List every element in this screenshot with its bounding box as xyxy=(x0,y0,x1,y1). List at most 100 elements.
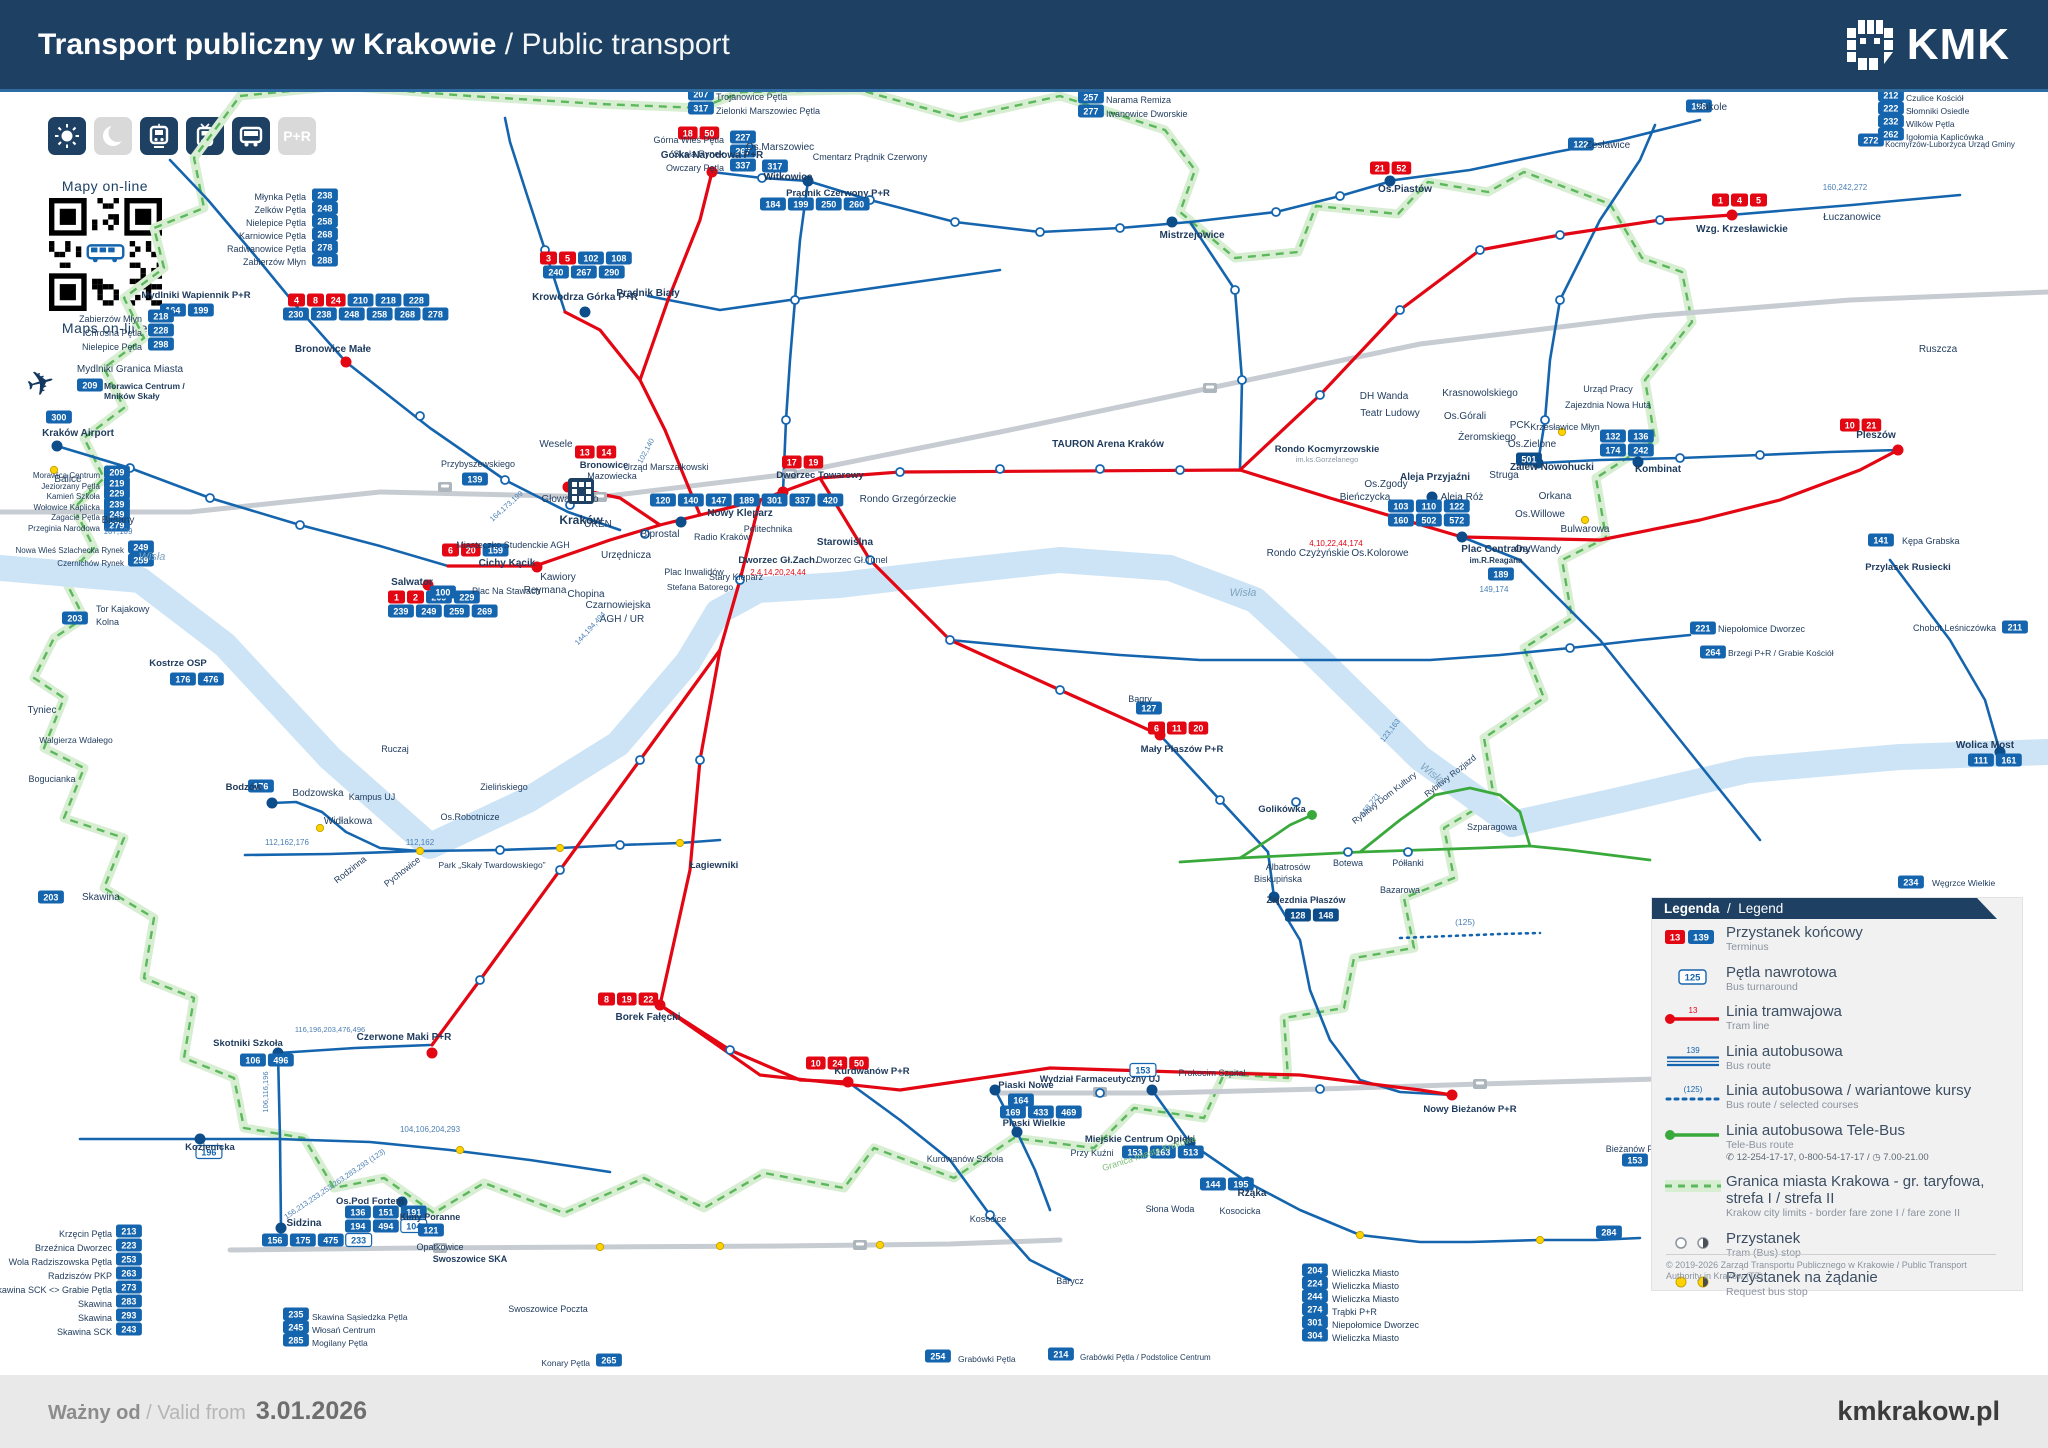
svg-text:475: 475 xyxy=(323,1235,338,1245)
svg-text:196: 196 xyxy=(201,1147,216,1157)
svg-text:572: 572 xyxy=(1449,515,1464,525)
svg-text:273: 273 xyxy=(121,1282,136,1292)
svg-text:Nowa Wieś Szlachecka Rynek: Nowa Wieś Szlachecka Rynek xyxy=(16,546,125,555)
svg-text:140: 140 xyxy=(683,495,698,505)
svg-text:Os.Zgody: Os.Zgody xyxy=(1364,479,1407,490)
svg-text:106,116,196: 106,116,196 xyxy=(261,1071,270,1112)
svg-text:24: 24 xyxy=(331,295,341,305)
svg-text:Cichy Kącik: Cichy Kącik xyxy=(479,558,536,569)
svg-text:AGH / UR: AGH / UR xyxy=(600,614,644,625)
svg-text:223: 223 xyxy=(121,1240,136,1250)
svg-text:Swoszowice SKA: Swoszowice SKA xyxy=(433,1254,508,1264)
svg-text:228: 228 xyxy=(153,325,168,335)
svg-text:110: 110 xyxy=(1422,501,1437,511)
svg-text:228: 228 xyxy=(409,295,424,305)
svg-text:301: 301 xyxy=(767,495,782,505)
svg-text:Park „Skały Twardowskiego”: Park „Skały Twardowskiego” xyxy=(438,860,545,870)
svg-text:Czernichów Rynek: Czernichów Rynek xyxy=(57,559,125,568)
svg-text:317: 317 xyxy=(693,103,708,113)
website-link[interactable]: kmkrakow.pl xyxy=(1837,1396,2000,1426)
svg-text:147: 147 xyxy=(711,495,726,505)
svg-text:250: 250 xyxy=(821,199,836,209)
svg-text:Bieżanów Potrzask: Bieżanów Potrzask xyxy=(1606,1144,1683,1154)
svg-text:Prokocim Szpital: Prokocim Szpital xyxy=(1178,1068,1245,1078)
svg-text:6: 6 xyxy=(448,545,453,555)
svg-text:Kurdwanów P+R: Kurdwanów P+R xyxy=(834,1066,909,1077)
svg-text:153: 153 xyxy=(1127,1147,1142,1157)
svg-text:476: 476 xyxy=(203,674,218,684)
svg-text:235: 235 xyxy=(288,1309,303,1319)
svg-text:Bogucianka: Bogucianka xyxy=(28,774,75,784)
bus-layer-button[interactable] xyxy=(232,117,270,155)
svg-text:Chrosna Pętla: Chrosna Pętla xyxy=(85,328,142,338)
svg-text:Borek Fałęcki: Borek Fałęcki xyxy=(615,1012,680,1023)
airport-icon: ✈ xyxy=(22,362,59,406)
svg-text:Łagiewniki: Łagiewniki xyxy=(690,860,739,871)
tram-layer-button[interactable] xyxy=(140,117,178,155)
kmk-logo-text: KMK xyxy=(1906,19,2010,69)
svg-text:257: 257 xyxy=(1083,92,1098,102)
svg-text:Aleja Przyjaźni: Aleja Przyjaźni xyxy=(1400,472,1470,483)
legend-swatch-bus: 139 xyxy=(1660,1043,1726,1069)
svg-text:267: 267 xyxy=(735,146,750,156)
svg-text:209: 209 xyxy=(82,380,97,390)
svg-text:19: 19 xyxy=(622,994,632,1004)
page-title: Transport publiczny w Krakowie / Public … xyxy=(38,27,730,61)
svg-text:Miasteczko Studenckie AGH: Miasteczko Studenckie AGH xyxy=(456,540,570,550)
svg-text:107,109: 107,109 xyxy=(104,527,133,536)
svg-text:Zielińskiego: Zielińskiego xyxy=(480,782,528,792)
svg-text:Rondo Grzegórzeckie: Rondo Grzegórzeckie xyxy=(860,494,957,505)
svg-text:Skała Rynek: Skała Rynek xyxy=(673,149,724,159)
svg-text:Orkana: Orkana xyxy=(1539,491,1572,502)
svg-text:199: 199 xyxy=(193,305,208,315)
svg-text:Teatr Ludowy: Teatr Ludowy xyxy=(1360,408,1419,419)
park-ride-layer-button[interactable]: P+R xyxy=(278,117,316,155)
svg-text:Os.Górali: Os.Górali xyxy=(1444,411,1486,422)
svg-text:21: 21 xyxy=(1375,163,1385,173)
svg-text:Górna Wieś Pętla: Górna Wieś Pętla xyxy=(653,135,724,145)
svg-text:209: 209 xyxy=(109,467,124,477)
svg-text:Węgrzce Wielkie: Węgrzce Wielkie xyxy=(1932,878,1996,888)
legend-swatch-tram: 13 xyxy=(1660,1003,1726,1027)
svg-text:224: 224 xyxy=(1307,1278,1322,1288)
svg-text:Biprostal: Biprostal xyxy=(641,529,680,540)
svg-text:227: 227 xyxy=(735,132,750,142)
svg-text:219: 219 xyxy=(109,478,124,488)
svg-text:300: 300 xyxy=(51,412,66,422)
legend-entry: Linia autobusowa Tele-Bus Tele-Bus route… xyxy=(1660,1122,2012,1164)
svg-text:Rżąka: Rżąka xyxy=(1238,1188,1267,1199)
legend-entry-title: Granica miasta Krakowa - gr. taryfowa, s… xyxy=(1726,1173,1985,1207)
svg-text:Cmentarz Prądnik Czerwony: Cmentarz Prądnik Czerwony xyxy=(813,152,928,162)
svg-text:14: 14 xyxy=(601,447,611,457)
svg-text:116,196,203,476,496: 116,196,203,476,496 xyxy=(295,1025,365,1034)
svg-text:420: 420 xyxy=(823,495,838,505)
svg-text:Zakole: Zakole xyxy=(1697,102,1727,113)
legend-entry-title: Linia autobusowa xyxy=(1726,1042,1843,1060)
svg-text:22: 22 xyxy=(643,994,653,1004)
svg-text:(125): (125) xyxy=(1684,1085,1703,1094)
svg-text:Kurdwanów Szkoła: Kurdwanów Szkoła xyxy=(927,1154,1004,1164)
svg-text:UKEN: UKEN xyxy=(584,519,612,530)
svg-text:17: 17 xyxy=(787,457,797,467)
svg-text:Golikówka: Golikówka xyxy=(1258,804,1306,815)
day-mode-button[interactable] xyxy=(48,117,86,155)
svg-text:Urząd Marszałkowski: Urząd Marszałkowski xyxy=(623,462,708,472)
svg-text:234: 234 xyxy=(1903,877,1918,887)
legend-entry-title: Linia autobusowa / wariantowe kursy xyxy=(1726,1082,1972,1099)
legend-swatch-loop: 125 xyxy=(1660,964,1726,988)
svg-text:6: 6 xyxy=(1154,723,1159,733)
svg-text:Rodzinna: Rodzinna xyxy=(332,854,368,885)
svg-text:Bulwarowa: Bulwarowa xyxy=(1561,524,1610,535)
svg-text:Wilków Pętla: Wilków Pętla xyxy=(1906,119,1955,129)
svg-text:Urzędnicza: Urzędnicza xyxy=(601,550,651,561)
svg-text:100: 100 xyxy=(435,587,450,597)
moon-icon xyxy=(103,124,126,146)
svg-text:8: 8 xyxy=(604,994,609,1004)
svg-text:Wola Radziszowska Pętla: Wola Radziszowska Pętla xyxy=(9,1257,112,1267)
svg-text:13: 13 xyxy=(580,447,590,457)
svg-text:169: 169 xyxy=(1005,1107,1020,1117)
night-mode-button[interactable] xyxy=(94,117,132,155)
svg-text:230: 230 xyxy=(288,309,303,319)
